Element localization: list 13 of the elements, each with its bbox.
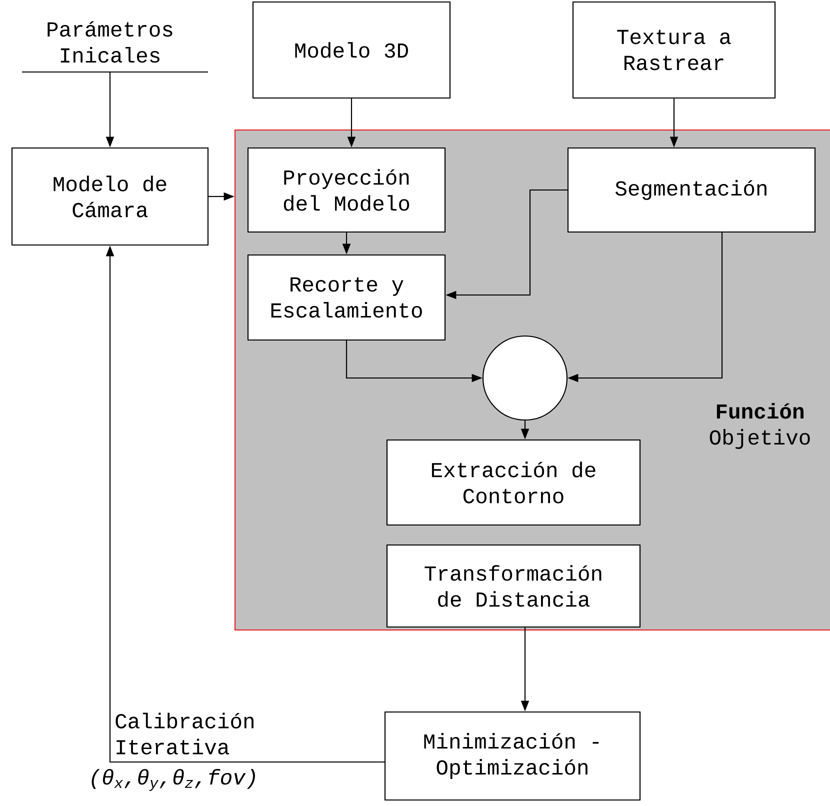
process-box: Extracción de Contorno — [386, 439, 641, 526]
process-box: Proyección del Modelo — [247, 147, 446, 233]
process-box: Minimización - Optimización — [384, 711, 641, 801]
parameter-label: (θ$_{x}$,θ$_{y}$,θ$_{z}$,fov) — [92, 769, 255, 791]
process-box: Modelo 3D — [252, 1, 451, 99]
process-box: Transformación de Distancia — [386, 544, 641, 628]
edge-label: Calibración Iterativa — [116, 712, 254, 754]
process-box: Textura a Rastrear — [572, 1, 776, 99]
process-box: Recorte y Escalamiento — [247, 254, 446, 341]
input-label: Parámetros Inicales — [48, 21, 172, 63]
process-box: Segmentación — [567, 147, 816, 233]
process-box: Modelo de Cámara — [11, 147, 209, 246]
junction-circle — [482, 335, 568, 421]
